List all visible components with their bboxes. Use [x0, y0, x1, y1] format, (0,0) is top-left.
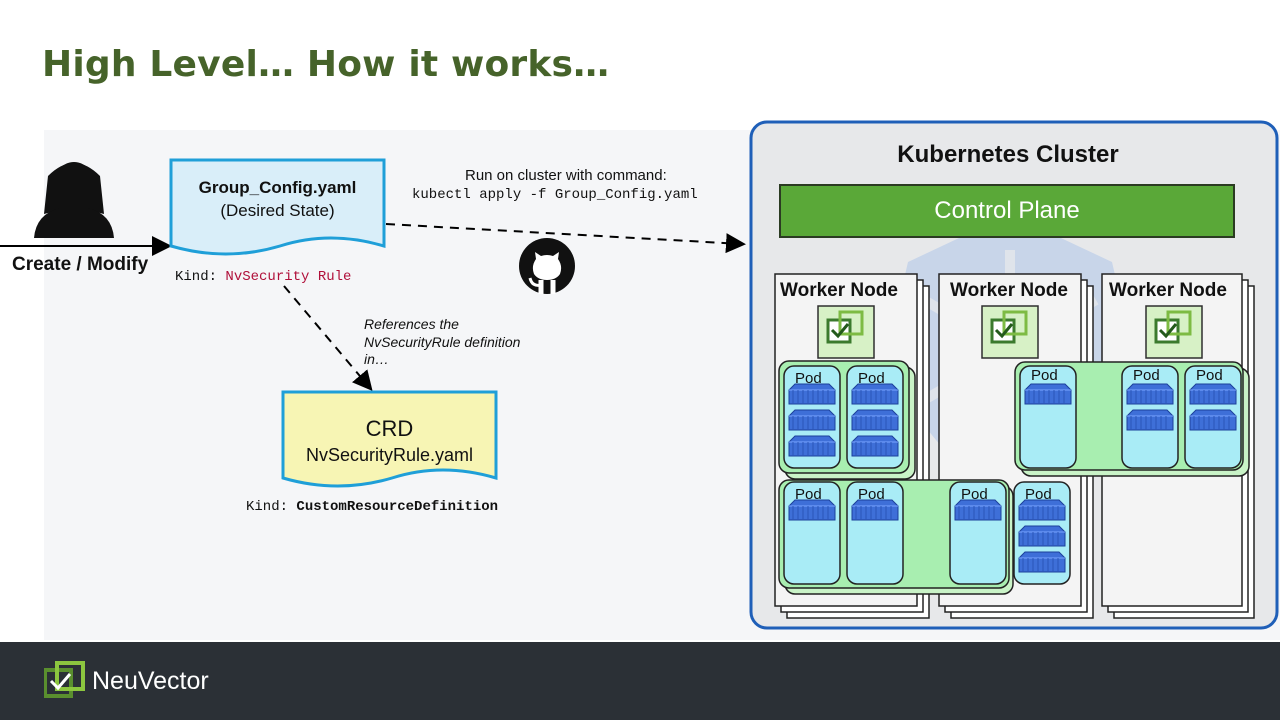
- references-line-2: NvSecurityRule definition: [364, 334, 521, 350]
- worker-node-label: Worker Node: [1109, 280, 1227, 301]
- page-title: High Level… How it works…: [42, 44, 610, 85]
- crd-doc: [281, 390, 498, 488]
- pod: [1013, 481, 1071, 585]
- pod-label: Pod: [1133, 367, 1160, 384]
- run-instruction: Run on cluster with command:: [465, 167, 667, 184]
- pod-label: Pod: [795, 486, 822, 503]
- footer-bar: [0, 642, 1280, 720]
- pod-label: Pod: [1025, 486, 1052, 503]
- group-config-subtitle: (Desired State): [220, 201, 335, 220]
- crd-kind-label: Kind: CustomResourceDefinition: [246, 499, 499, 515]
- cluster-title: Kubernetes Cluster: [897, 141, 1119, 168]
- group-config-name: Group_Config.yaml: [198, 178, 357, 197]
- pod-label: Pod: [961, 486, 988, 503]
- create-modify-label: Create / Modify: [12, 254, 149, 275]
- pod-label: Pod: [1196, 367, 1223, 384]
- group-config-doc: [169, 158, 386, 256]
- github-icon: [519, 238, 575, 294]
- pod-label: Pod: [795, 370, 822, 387]
- pod-label: Pod: [1031, 367, 1058, 384]
- pod: [1184, 365, 1242, 469]
- pod: [846, 365, 904, 469]
- neuvector-enforcer-icon: [980, 304, 1040, 360]
- neuvector-icon: [44, 661, 85, 698]
- pod-label: Pod: [858, 370, 885, 387]
- crd-name: CRD: [365, 416, 414, 441]
- person-icon: [34, 162, 114, 238]
- pod: [1121, 365, 1179, 469]
- group-kind-value: NvSecurity Rule: [225, 269, 352, 285]
- apply-arrow: [385, 223, 746, 254]
- pod: [783, 481, 841, 585]
- neuvector-enforcer-icon: [816, 304, 876, 360]
- references-line-3: in…: [364, 351, 389, 367]
- control-plane: Control Plane: [779, 184, 1235, 238]
- footer-brand: NeuVector: [92, 667, 209, 695]
- worker-node-label: Worker Node: [950, 280, 1068, 301]
- group-kind-label: Kind: NvSecurity Rule: [175, 269, 352, 285]
- pod: [783, 365, 841, 469]
- references-line-1: References the: [364, 316, 459, 332]
- run-command: kubectl apply -f Group_Config.yaml: [412, 187, 698, 203]
- pod-label: Pod: [858, 486, 885, 503]
- neuvector-enforcer-icon: [1144, 304, 1204, 360]
- crd-file: NvSecurityRule.yaml: [305, 445, 474, 465]
- crd-kind-value: CustomResourceDefinition: [296, 499, 499, 515]
- worker-node-label: Worker Node: [780, 280, 898, 301]
- reference-arrow: [283, 285, 373, 392]
- pod: [1019, 365, 1077, 469]
- pod: [949, 481, 1007, 585]
- pod: [846, 481, 904, 585]
